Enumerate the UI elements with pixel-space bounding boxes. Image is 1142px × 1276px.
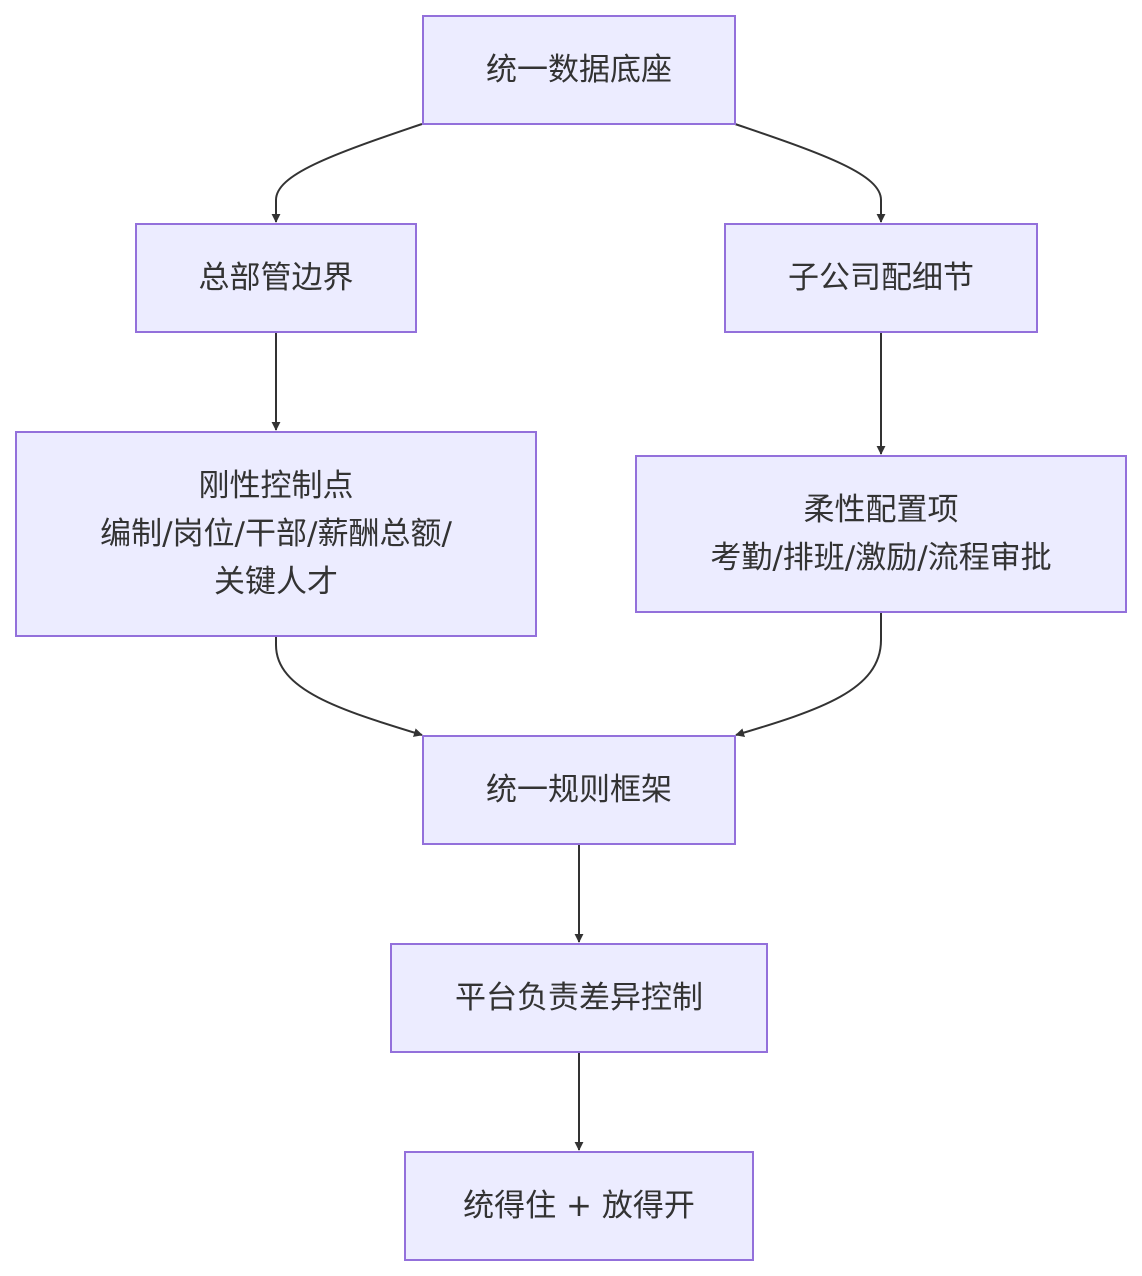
node-label-line-1: 柔性配置项 bbox=[804, 492, 959, 528]
node-flexible-items: 柔性配置项 考勤/排班/激励/流程审批 bbox=[635, 455, 1127, 613]
edges bbox=[271, 123, 886, 1151]
node-label: 统一规则框架 bbox=[486, 772, 672, 808]
node-label-line-1: 刚性控制点 bbox=[199, 468, 354, 504]
node-label: 统得住 + 放得开 bbox=[463, 1188, 695, 1224]
node-data-base: 统一数据底座 bbox=[422, 15, 736, 125]
node-label-line-2: 编制/岗位/干部/薪酬总额/ bbox=[100, 516, 452, 552]
node-rigid-controls: 刚性控制点 编制/岗位/干部/薪酬总额/ 关键人才 bbox=[15, 431, 537, 637]
node-label: 总部管边界 bbox=[199, 260, 354, 296]
nodes: 统一数据底座 总部管边界 子公司配细节 刚性控制点 编制/岗位/干部/薪酬总额/… bbox=[15, 15, 1127, 1261]
edge-data-base-to-subsidiary-details bbox=[734, 123, 886, 223]
edge-data-base-to-hq-boundary bbox=[271, 123, 423, 223]
node-unified-rules: 统一规则框架 bbox=[422, 735, 736, 845]
node-label: 平台负责差异控制 bbox=[455, 980, 703, 1016]
edge-flexible-items-to-unified-rules bbox=[735, 612, 882, 738]
node-subsidiary-details: 子公司配细节 bbox=[724, 223, 1038, 333]
node-hq-boundary: 总部管边界 bbox=[135, 223, 417, 333]
node-label-line-3: 关键人才 bbox=[214, 564, 338, 600]
node-label: 统一数据底座 bbox=[486, 52, 672, 88]
node-platform-control: 平台负责差异控制 bbox=[390, 943, 768, 1053]
node-label-line-2: 考勤/排班/激励/流程审批 bbox=[710, 540, 1051, 576]
edge-rigid-controls-to-unified-rules bbox=[275, 636, 423, 737]
node-outcome: 统得住 + 放得开 bbox=[404, 1151, 754, 1261]
node-label: 子公司配细节 bbox=[788, 260, 974, 296]
